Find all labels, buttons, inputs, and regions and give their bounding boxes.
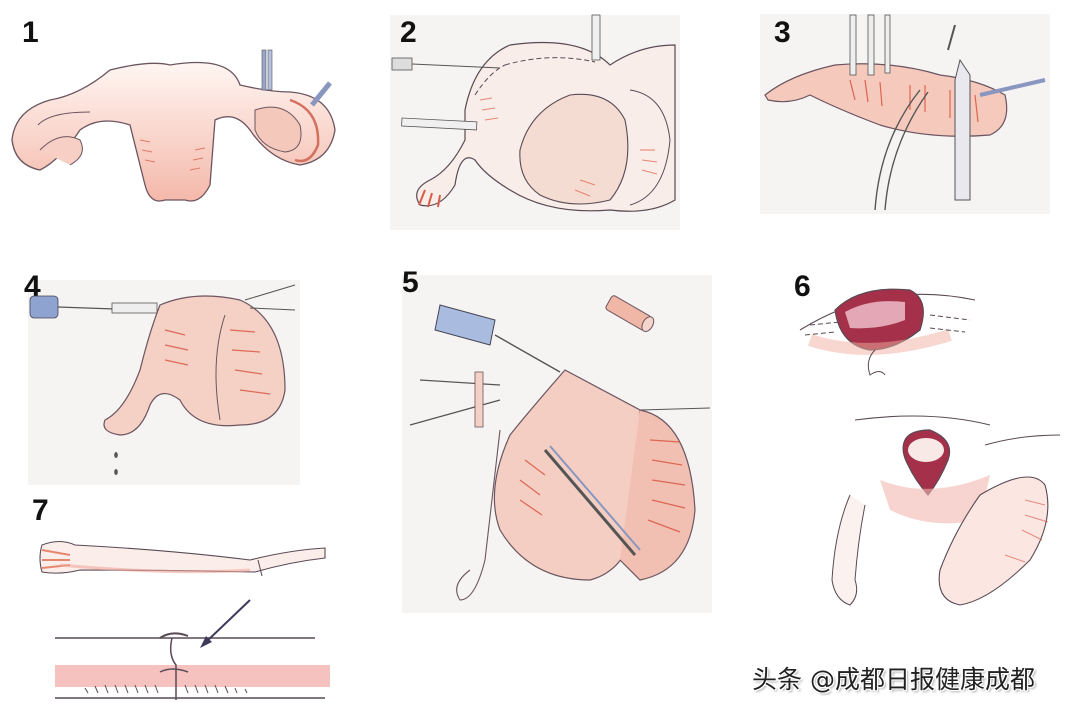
panel-3: 3 xyxy=(750,0,1080,230)
panel-1: 1 xyxy=(0,0,360,220)
panel-number: 6 xyxy=(794,270,811,303)
catheter-stent-illustration xyxy=(409,295,711,601)
panel-5: 5 xyxy=(390,260,720,620)
panel-2: 2 xyxy=(380,0,700,240)
tube-excision-illustration xyxy=(764,14,1046,211)
tube-irrigation-illustration xyxy=(29,284,296,475)
panel-7: 7 xyxy=(0,490,350,711)
incision-suture-illustration xyxy=(799,288,1061,606)
panel-6: 6 xyxy=(780,260,1080,620)
panel-number: 3 xyxy=(774,16,791,49)
anastomosis-illustration xyxy=(39,540,330,700)
panel-number: 1 xyxy=(22,16,39,49)
watermark-attribution: 头条 @成都日报健康成都 xyxy=(752,665,1035,694)
uterus-illustration xyxy=(11,49,336,202)
panel-number: 4 xyxy=(24,270,41,303)
panel-number: 7 xyxy=(32,494,49,527)
panel-number: 5 xyxy=(402,266,419,299)
panel-4: 4 xyxy=(0,260,320,490)
tube-injection-illustration xyxy=(391,14,676,212)
panel-number: 2 xyxy=(400,16,417,49)
